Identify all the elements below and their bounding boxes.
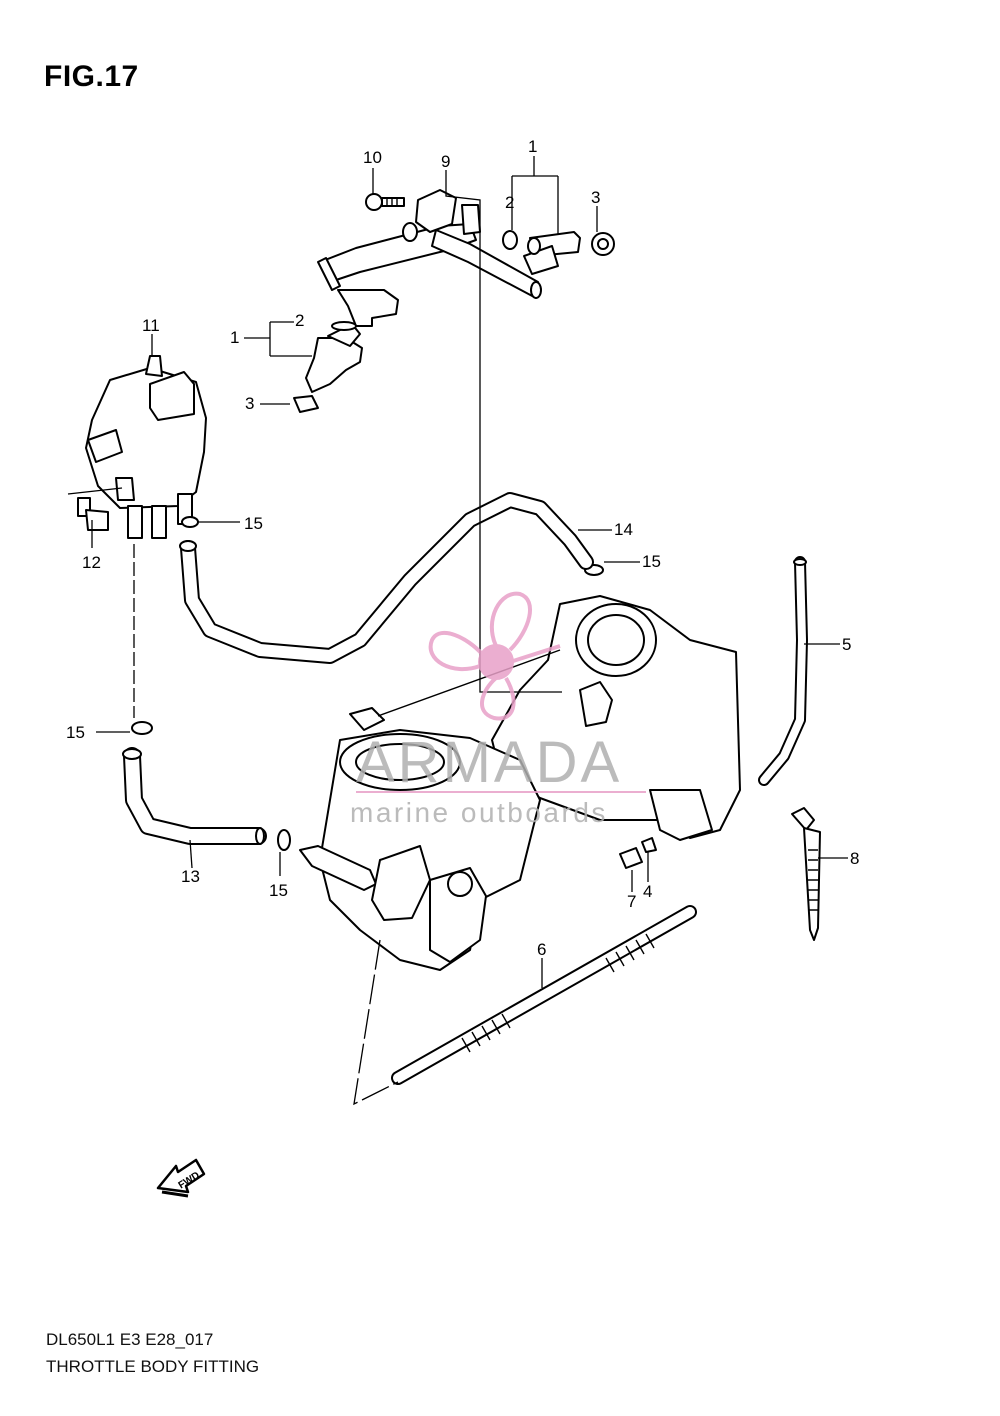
- callout-10: 10: [363, 148, 382, 167]
- callout-15-d: 15: [269, 881, 288, 900]
- watermark: ARMADA marine outboards: [350, 591, 646, 828]
- pipe-6[interactable]: [391, 905, 697, 1085]
- figure-title: FIG.17: [44, 60, 139, 93]
- callout-12: 12: [82, 553, 101, 572]
- fuel-delivery-pipe[interactable]: [317, 189, 542, 327]
- callout-15-b: 15: [642, 552, 661, 571]
- callout-3-top: 3: [591, 188, 600, 207]
- plug-7[interactable]: [619, 847, 643, 869]
- watermark-tagline: marine outboards: [350, 797, 608, 828]
- footer-model-code: DL650L1 E3 E28_017: [46, 1330, 214, 1349]
- fwd-arrow-icon: [156, 1158, 206, 1198]
- clamp-15-lower-left[interactable]: [131, 721, 153, 735]
- callout-7: 7: [627, 892, 636, 911]
- cushion-top[interactable]: [591, 232, 615, 256]
- callout-4: 4: [643, 882, 652, 901]
- callout-3-left: 3: [245, 394, 254, 413]
- callout-9: 9: [441, 152, 450, 171]
- hose-5[interactable]: [758, 556, 808, 786]
- callout-15-c: 15: [66, 723, 85, 742]
- leader-lines: [67, 156, 848, 1106]
- cushion-left[interactable]: [293, 395, 319, 413]
- callout-15-a: 15: [244, 514, 263, 533]
- callout-1-left: 1: [230, 328, 239, 347]
- watermark-brand: ARMADA: [356, 730, 622, 795]
- bolt-10[interactable]: [365, 193, 405, 211]
- bolt-12[interactable]: [77, 497, 109, 531]
- clamp-15-upper-left[interactable]: [181, 516, 199, 528]
- callout-2-top: 2: [505, 193, 514, 212]
- fuel-injector-left[interactable]: [305, 323, 363, 393]
- propeller-logo-icon: [428, 591, 561, 721]
- o-ring-top[interactable]: [502, 230, 518, 250]
- callout-6: 6: [537, 940, 546, 959]
- throttle-body-assembly[interactable]: [299, 595, 741, 971]
- callout-14: 14: [614, 520, 633, 539]
- hose-14[interactable]: [179, 492, 594, 664]
- fuel-injector-top[interactable]: [523, 231, 581, 275]
- callout-13: 13: [181, 867, 200, 886]
- footer-section-name: THROTTLE BODY FITTING: [46, 1357, 260, 1376]
- isc-valve[interactable]: [85, 355, 207, 539]
- cable-tie-8[interactable]: [791, 807, 821, 941]
- clip-4[interactable]: [641, 837, 657, 853]
- callout-8: 8: [850, 849, 859, 868]
- clamp-15-bottom[interactable]: [277, 829, 291, 851]
- callout-5: 5: [842, 635, 851, 654]
- fwd-marker: FWD: [156, 1158, 206, 1198]
- hose-13[interactable]: [122, 747, 267, 845]
- callout-2-left: 2: [295, 311, 304, 330]
- o-ring-left[interactable]: [331, 321, 357, 331]
- callout-1-top: 1: [528, 137, 537, 156]
- callout-numbers: 10 9 1 2 3 2 1 3 11 12 15 14 15 15 13 15…: [66, 137, 859, 959]
- callout-11: 11: [142, 316, 160, 335]
